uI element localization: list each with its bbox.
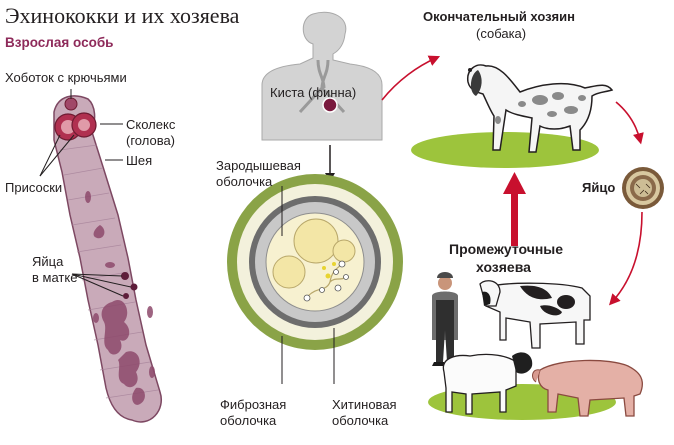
sheep-icon [442,352,533,415]
label-fibrous-membrane: Фиброзная [220,397,287,412]
dog-icon [411,64,614,168]
scolex [54,97,97,141]
label-neck: Шея [126,153,153,168]
adult-worm-subtitle: Взрослая особь [5,35,114,50]
label-proboscis: Хоботок с крючьями [5,70,127,85]
label-germinal-membrane-2: оболочка [216,174,273,189]
label-scolex: Сколекс [126,117,176,132]
intermediate-to-definitive-arrow [503,172,526,246]
label-egg: Яйцо [582,180,616,195]
label-definitive-host: Окончательный хозяин [423,9,575,24]
pig-icon [532,359,643,417]
label-fibrous-membrane-2: оболочка [220,413,277,428]
adult-worm [39,89,163,423]
cycle-arrows [381,55,644,306]
label-eggs-in-uterus-2: в матке [32,270,78,285]
label-definitive-host-dog: (собака) [476,26,527,41]
diagram-title: Эхинококки и их хозяева [5,3,240,28]
egg-icon [622,167,664,209]
cyst-cross-section [227,174,403,384]
label-scolex-head: (голова) [126,133,176,148]
cow-icon [479,280,591,349]
label-cyst: Киста (финна) [270,85,357,100]
label-intermediate-hosts: Промежуточные [449,241,564,257]
label-intermediate-hosts-2: хозяева [476,259,531,275]
label-germinal-membrane: Зародышевая [216,158,301,173]
label-chitin-membrane-2: оболочка [332,413,389,428]
label-chitin-membrane: Хитиновая [332,397,397,412]
man-farmer-icon [432,272,458,366]
label-suckers: Присоски [5,180,63,195]
label-eggs-in-uterus: Яйца [32,254,64,269]
